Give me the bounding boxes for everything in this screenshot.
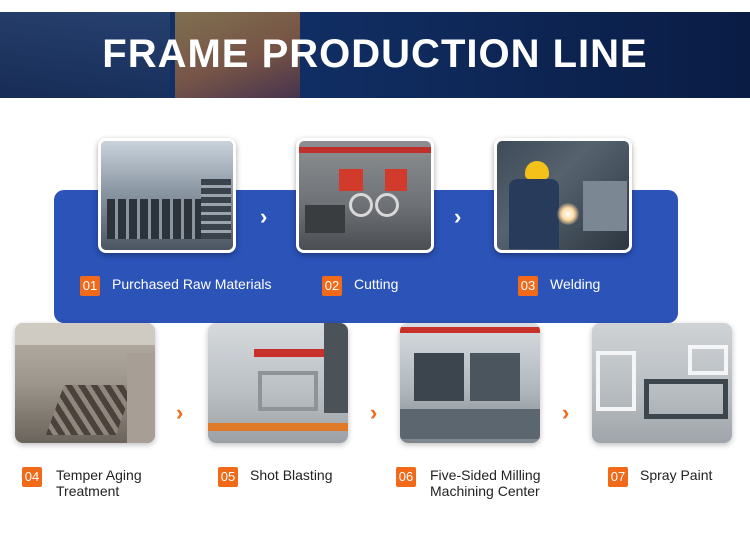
step-label: Purchased Raw Materials bbox=[112, 276, 272, 292]
step-number-badge: 03 bbox=[518, 276, 538, 296]
step-02: 02 Cutting bbox=[322, 276, 398, 296]
step-07: 07 Spray Paint bbox=[608, 467, 712, 487]
step-number-badge: 06 bbox=[396, 467, 416, 487]
photo-cutting bbox=[296, 138, 434, 253]
step-label: Temper Aging Treatment bbox=[56, 467, 142, 499]
photo-spray-paint bbox=[592, 323, 732, 443]
step-number-badge: 04 bbox=[22, 467, 42, 487]
arrow-6-to-7-icon: › bbox=[562, 400, 570, 425]
step-label: Welding bbox=[550, 276, 601, 292]
step-05: 05 Shot Blasting bbox=[218, 467, 333, 487]
step-06: 06 Five-Sided Milling Machining Center bbox=[396, 467, 555, 499]
arrow-2-to-3-icon: › bbox=[454, 204, 462, 229]
photo-raw-materials bbox=[98, 138, 236, 253]
arrow-5-to-6-icon: › bbox=[370, 400, 378, 425]
arrow-1-to-2-icon: › bbox=[260, 204, 268, 229]
page-title: FRAME PRODUCTION LINE bbox=[102, 32, 648, 76]
photo-temper-aging bbox=[15, 323, 155, 443]
step-label: Five-Sided Milling Machining Center bbox=[430, 467, 541, 499]
photo-welding bbox=[494, 138, 632, 253]
step-number-badge: 01 bbox=[80, 276, 100, 296]
step-04: 04 Temper Aging Treatment bbox=[22, 467, 166, 499]
banner-background-photo bbox=[0, 12, 170, 98]
arrow-4-to-5-icon: › bbox=[176, 400, 184, 425]
photo-shot-blasting bbox=[208, 323, 348, 443]
photo-milling-center bbox=[400, 323, 540, 443]
step-number-badge: 07 bbox=[608, 467, 628, 487]
step-03: 03 Welding bbox=[518, 276, 600, 296]
title-banner: FRAME PRODUCTION LINE bbox=[0, 12, 750, 98]
step-number-badge: 02 bbox=[322, 276, 342, 296]
banner-flag-decoration bbox=[175, 12, 300, 98]
step-label: Shot Blasting bbox=[250, 467, 333, 483]
step-label: Spray Paint bbox=[640, 467, 713, 483]
step-number-badge: 05 bbox=[218, 467, 238, 487]
step-label: Cutting bbox=[354, 276, 399, 292]
step-01: 01 Purchased Raw Materials bbox=[80, 276, 272, 296]
